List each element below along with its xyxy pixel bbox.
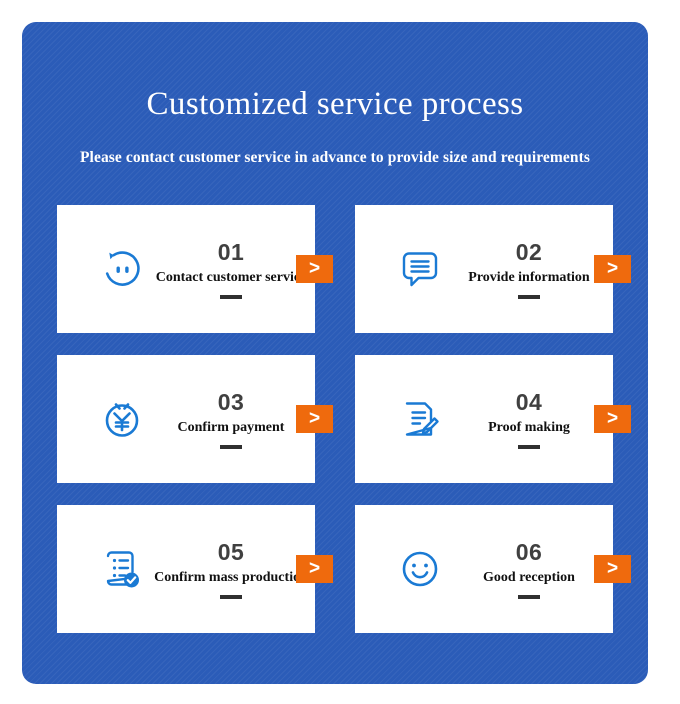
chevron-right-icon: > [308, 407, 321, 429]
step-label: Confirm mass production [154, 570, 308, 585]
step-number: 02 [515, 239, 543, 265]
process-step-card-04[interactable]: 04 Proof making > [355, 355, 631, 483]
step-number: 03 [217, 389, 245, 415]
step-number: 04 [515, 389, 543, 415]
step-label: Good reception [483, 570, 575, 585]
process-step-card-03[interactable]: 03 Confirm payment > [57, 355, 333, 483]
page-title: Customized service process [146, 86, 524, 122]
step-label: Contact customer service [155, 270, 307, 285]
card-body: 05 Confirm mass production [153, 505, 315, 633]
step-dash [518, 295, 540, 299]
card-body: 06 Good reception [451, 505, 613, 633]
next-step-arrow-button[interactable]: > [594, 255, 631, 283]
next-step-arrow-button[interactable]: > [296, 405, 333, 433]
step-label: Confirm payment [177, 420, 285, 435]
step-dash [518, 445, 540, 449]
step-label: Proof making [488, 420, 570, 435]
process-step-card-05[interactable]: 05 Confirm mass production > [57, 505, 333, 633]
step-number: 05 [217, 539, 245, 565]
process-step-card-01[interactable]: 01 Contact customer service > [57, 205, 333, 333]
smiley-face-icon [389, 547, 451, 591]
step-number: 01 [217, 239, 245, 265]
card-body: 01 Contact customer service [153, 205, 315, 333]
step-label: Provide information [468, 270, 590, 285]
step-dash [220, 595, 242, 599]
page-subtitle: Please contact customer service in advan… [79, 149, 591, 166]
step-dash [518, 595, 540, 599]
checklist-check-icon [91, 547, 153, 591]
card-body: 02 Provide information [451, 205, 613, 333]
next-step-arrow-button[interactable]: > [594, 555, 631, 583]
process-step-card-06[interactable]: 06 Good reception > [355, 505, 631, 633]
chevron-right-icon: > [308, 557, 321, 579]
card-body: 04 Proof making [451, 355, 613, 483]
step-number: 06 [515, 539, 543, 565]
process-step-card-02[interactable]: 02 Provide information > [355, 205, 631, 333]
step-dash [220, 295, 242, 299]
chevron-right-icon: > [606, 557, 619, 579]
yuan-circle-icon [91, 397, 153, 441]
chevron-right-icon: > [606, 257, 619, 279]
next-step-arrow-button[interactable]: > [296, 255, 333, 283]
process-step-row: 03 Confirm payment > [57, 355, 631, 483]
step-dash [220, 445, 242, 449]
chevron-right-icon: > [606, 407, 619, 429]
process-step-row: 01 Contact customer service > [57, 205, 631, 333]
process-step-grid: 01 Contact customer service > [57, 205, 631, 633]
speech-bubble-lines-icon [389, 247, 451, 291]
process-step-row: 05 Confirm mass production > [57, 505, 631, 633]
service-smiley-icon [91, 247, 153, 291]
next-step-arrow-button[interactable]: > [594, 405, 631, 433]
next-step-arrow-button[interactable]: > [296, 555, 333, 583]
card-body: 03 Confirm payment [153, 355, 315, 483]
service-process-panel: Customized service process Please contac… [22, 22, 648, 684]
document-pencil-icon [389, 397, 451, 441]
chevron-right-icon: > [308, 257, 321, 279]
